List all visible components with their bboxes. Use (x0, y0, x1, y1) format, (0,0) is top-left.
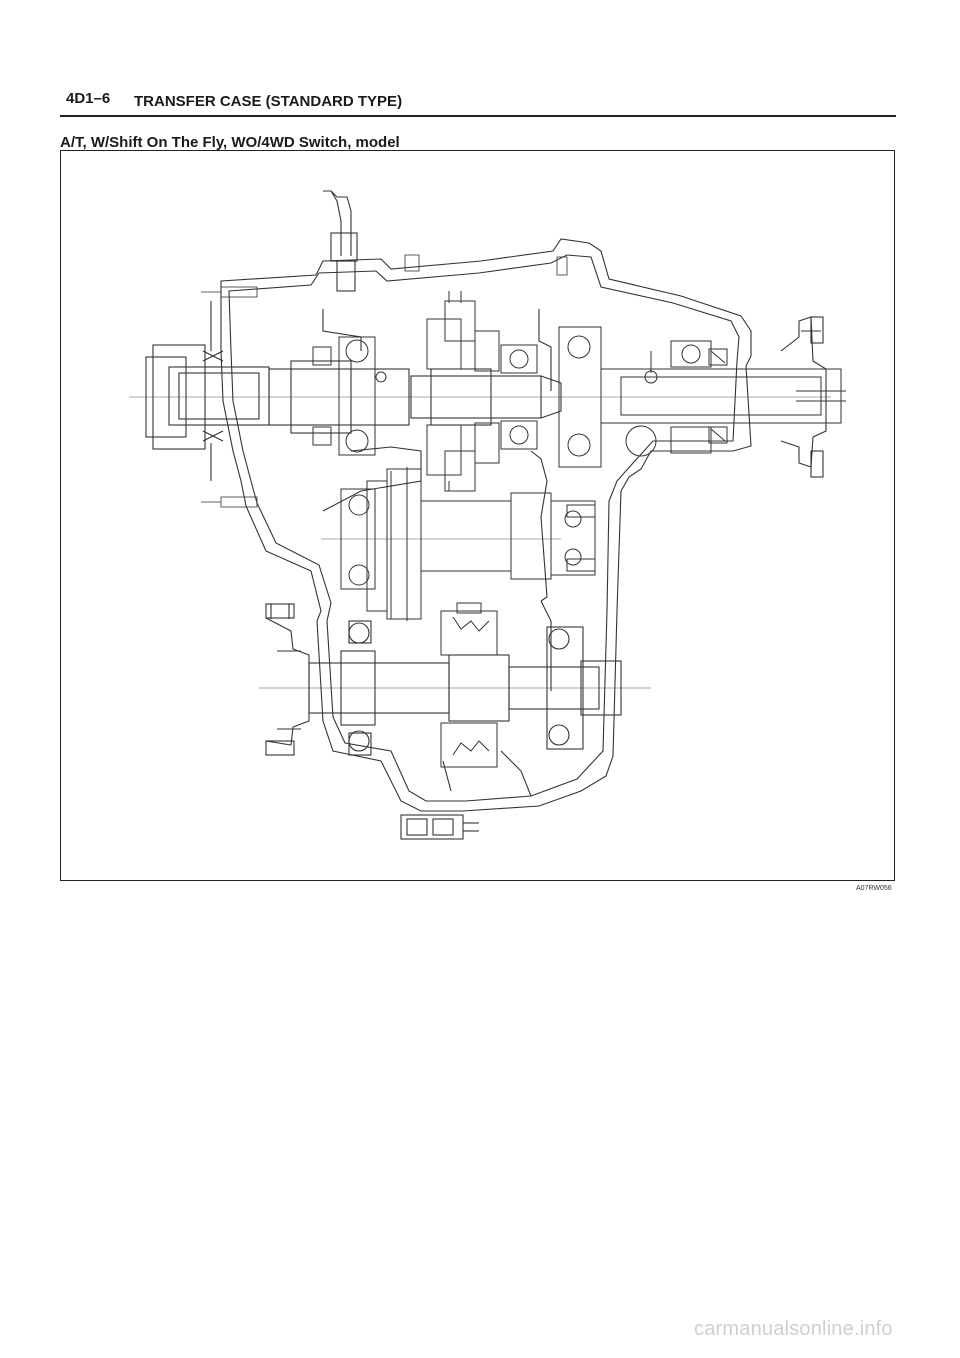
transfer-case-cross-section-drawing (129, 190, 846, 840)
intermediate-gear (340, 467, 596, 621)
housing-outline (220, 238, 752, 812)
header-rule (60, 115, 896, 117)
page-number: 4D1–6 (66, 90, 111, 107)
figure-id: A07RW056 (856, 885, 892, 892)
rear-flange (780, 316, 846, 478)
planetary-gear-set (426, 291, 538, 492)
breather-tube (323, 190, 358, 292)
front-output-flange (265, 603, 310, 756)
section-heading: A/T, W/Shift On The Fly, WO/4WD Switch, … (60, 134, 400, 151)
running-title: TRANSFER CASE (STANDARD TYPE) (134, 93, 403, 110)
rear-output-section (558, 326, 842, 468)
figure-frame (60, 150, 895, 881)
front-bearings (312, 336, 387, 456)
input-flange (145, 301, 270, 481)
centerlines (129, 396, 831, 689)
actuator-connector (400, 814, 479, 840)
front-output-shaft (308, 620, 622, 756)
bolts (201, 254, 568, 508)
watermark: carmanualsonline.info (694, 1318, 893, 1340)
shift-sleeve (440, 602, 498, 768)
